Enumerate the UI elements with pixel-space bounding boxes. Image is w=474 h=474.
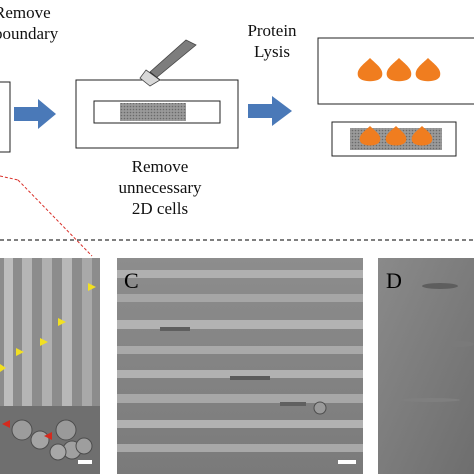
yellow-marker-icon — [40, 338, 48, 346]
micrograph-panel-b — [0, 258, 100, 474]
droplet-icon — [415, 58, 441, 82]
step-remove-boundary-label: Remove boundary — [0, 2, 58, 44]
yellow-marker-icon — [58, 318, 66, 326]
scraper-tool-icon — [139, 39, 197, 87]
step-remove-cells-label: Remove unnecessary 2D cells — [100, 156, 220, 219]
step-protein-lysis-line1: Protein — [247, 21, 297, 40]
step-remove-cells-line3: 2D cells — [131, 199, 189, 218]
droplet-icon — [357, 58, 383, 82]
zoom-indicator-line — [17, 179, 93, 257]
red-marker-icon — [44, 432, 52, 440]
red-marker-icon — [2, 420, 10, 428]
step-remove-cells-line1: Remove — [131, 157, 189, 176]
zoom-indicator-line — [0, 175, 19, 181]
micrograph-panel-d — [378, 258, 474, 474]
step-remove-boundary-line1: Remove — [0, 3, 51, 22]
step-remove-boundary-line2: boundary — [0, 24, 59, 43]
step-protein-lysis-line2: Lysis — [254, 42, 290, 61]
yellow-marker-icon — [0, 364, 6, 372]
step2-chip-channels — [120, 103, 186, 121]
droplet-icon — [359, 126, 381, 146]
arrow-right-icon — [248, 96, 292, 126]
micrograph-panel-c — [117, 258, 363, 474]
panel-c-label: C — [124, 268, 139, 293]
step-remove-cells-line2: unnecessary — [118, 178, 202, 197]
droplet-icon — [386, 58, 412, 82]
droplet-icon — [411, 126, 433, 146]
panel-d-label: D — [386, 268, 402, 293]
yellow-marker-icon — [16, 348, 24, 356]
droplet-icon — [385, 126, 407, 146]
step-protein-lysis-label: Protein Lysis — [244, 20, 300, 62]
yellow-marker-icon — [88, 283, 96, 291]
step1-chip-box — [0, 81, 11, 153]
arrow-right-icon — [14, 99, 56, 129]
